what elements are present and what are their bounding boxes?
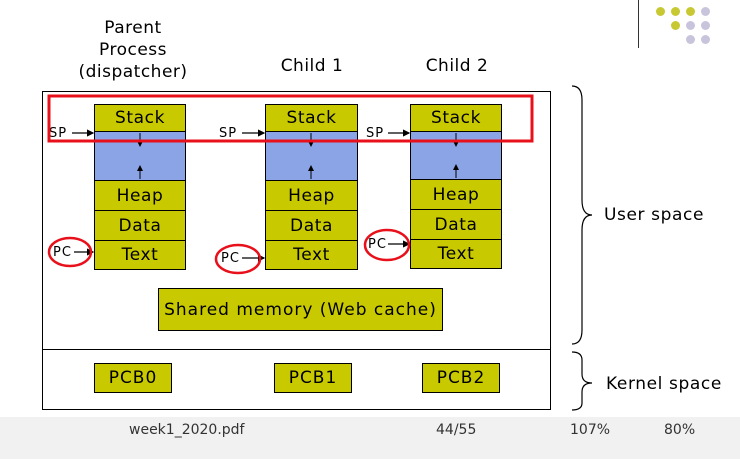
- parent-heap: Heap: [94, 180, 186, 211]
- child1-stack: Stack: [265, 104, 358, 132]
- kernel-space-box: [42, 349, 551, 410]
- stack-highlight-box: [47, 94, 534, 143]
- parent-pc-label: PC: [53, 245, 72, 260]
- kernel-space-label: Kernel space: [606, 374, 722, 394]
- parent-text: Text: [94, 240, 186, 270]
- child1-pc-highlight: [214, 243, 262, 275]
- title-line: Child 1: [280, 56, 344, 76]
- footer-secondary-zoom: 80%: [664, 422, 696, 438]
- child2-pc-highlight: [363, 228, 411, 262]
- title-line: (dispatcher): [78, 62, 188, 82]
- child1-sp-label: SP: [219, 126, 238, 141]
- parent-sp-label: SP: [49, 126, 68, 141]
- child2-data: Data: [410, 209, 502, 240]
- user-space-label: User space: [604, 205, 705, 225]
- title-line: Process: [99, 40, 167, 60]
- decorative-dot: [686, 21, 695, 30]
- decorative-dot: [671, 7, 680, 16]
- pcb0-box: PCB0: [94, 363, 172, 393]
- child2-sp-label: SP: [366, 126, 385, 141]
- child2-stack: Stack: [410, 104, 502, 132]
- child1-heap: Heap: [265, 180, 358, 211]
- parent-process-title: Parent Process (dispatcher): [72, 17, 194, 83]
- footer-zoom-level[interactable]: 107%: [570, 422, 611, 438]
- child1-text: Text: [265, 240, 358, 270]
- pcb2-box: PCB2: [422, 363, 500, 393]
- title-line: Parent: [104, 18, 162, 38]
- child2-text: Text: [410, 239, 502, 269]
- child2-title: Child 2: [407, 55, 507, 77]
- decorative-dot: [656, 7, 665, 16]
- decorative-dot: [686, 7, 695, 16]
- child1-pc-label: PC: [221, 251, 240, 266]
- child1-data: Data: [265, 210, 358, 241]
- footer-page-indicator: 44/55: [436, 422, 477, 438]
- decorative-dot: [686, 35, 695, 44]
- child2-pc-label: PC: [368, 237, 387, 252]
- child1-title: Child 1: [262, 55, 362, 77]
- parent-pc-highlight: [47, 236, 93, 268]
- title-line: Child 2: [425, 56, 489, 76]
- shared-memory-box: Shared memory (Web cache): [158, 288, 443, 331]
- decorative-dot: [701, 21, 710, 30]
- parent-data: Data: [94, 210, 186, 241]
- pdf-footer-bar: week1_2020.pdf 44/55 107% 80%: [0, 417, 740, 459]
- user-space-brace: [571, 85, 593, 345]
- pcb1-box: PCB1: [274, 363, 352, 393]
- decorative-dot: [671, 21, 680, 30]
- slide-divider-line: [638, 0, 639, 48]
- footer-filename: week1_2020.pdf: [129, 422, 245, 438]
- decorative-dot: [701, 35, 710, 44]
- child2-heap: Heap: [410, 179, 502, 210]
- kernel-space-brace: [571, 351, 593, 411]
- decorative-dot: [701, 7, 710, 16]
